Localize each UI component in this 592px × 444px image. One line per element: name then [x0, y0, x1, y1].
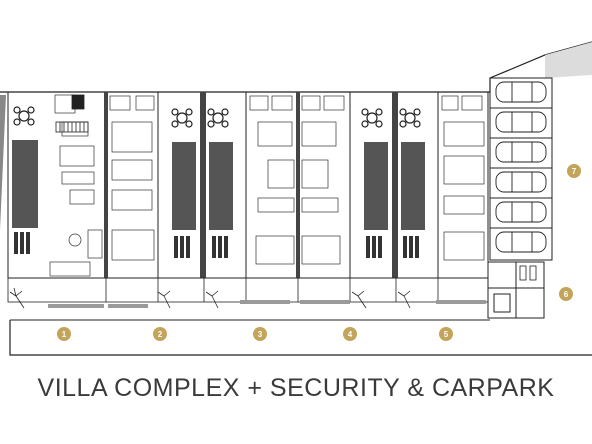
unit-label-3: 3 [258, 330, 263, 339]
palm-tree-3 [205, 290, 219, 309]
unit-label-5: 5 [444, 330, 449, 339]
pools [12, 140, 425, 230]
car-icon [495, 81, 547, 253]
table-set-4 [361, 108, 383, 128]
table-set-3 [207, 108, 229, 128]
unit-label-4: 4 [348, 330, 353, 339]
car-2 [495, 111, 547, 133]
palm-tree-icon [9, 287, 411, 309]
car-1 [495, 81, 547, 103]
table-set-2 [171, 108, 193, 128]
car-5 [495, 201, 547, 223]
car-3 [495, 141, 547, 163]
party-walls [104, 92, 398, 278]
palm-tree-4 [351, 290, 367, 309]
car-4 [495, 171, 547, 193]
carpark [489, 77, 553, 261]
terrace-zone [7, 277, 489, 303]
table-set-1 [13, 106, 35, 126]
palm-tree-1 [9, 287, 25, 309]
outdoor-table-sets [13, 106, 421, 128]
palm-tree-2 [157, 290, 171, 309]
unit-label-2: 2 [158, 330, 163, 339]
unit-marker-3: 3 [253, 327, 267, 341]
motorbike-icon [519, 265, 537, 281]
neighbour-hatch [0, 42, 592, 230]
unit-label-6: 6 [564, 290, 569, 299]
garden-hatch [48, 300, 486, 308]
palm-tree-5 [397, 290, 411, 309]
table-set-5 [399, 108, 421, 128]
unit-marker-2: 2 [153, 327, 167, 341]
unit-label-1: 1 [62, 330, 67, 339]
car-6 [495, 231, 547, 253]
unit-marker-1: 1 [57, 327, 71, 341]
unit-marker-5: 5 [439, 327, 453, 341]
unit-markers: 1 2 3 4 5 6 7 [57, 164, 581, 341]
unit-label-7: 7 [572, 167, 577, 176]
interior-furniture [49, 94, 485, 277]
unit-marker-7: 7 [567, 164, 581, 178]
security-building [487, 261, 545, 319]
unit-marker-4: 4 [343, 327, 357, 341]
page-title: VILLA COMPLEX + SECURITY & CARPARK [37, 374, 555, 402]
unit-marker-6: 6 [559, 287, 573, 301]
sun-loungers [14, 232, 419, 258]
stair-icon [55, 94, 89, 133]
